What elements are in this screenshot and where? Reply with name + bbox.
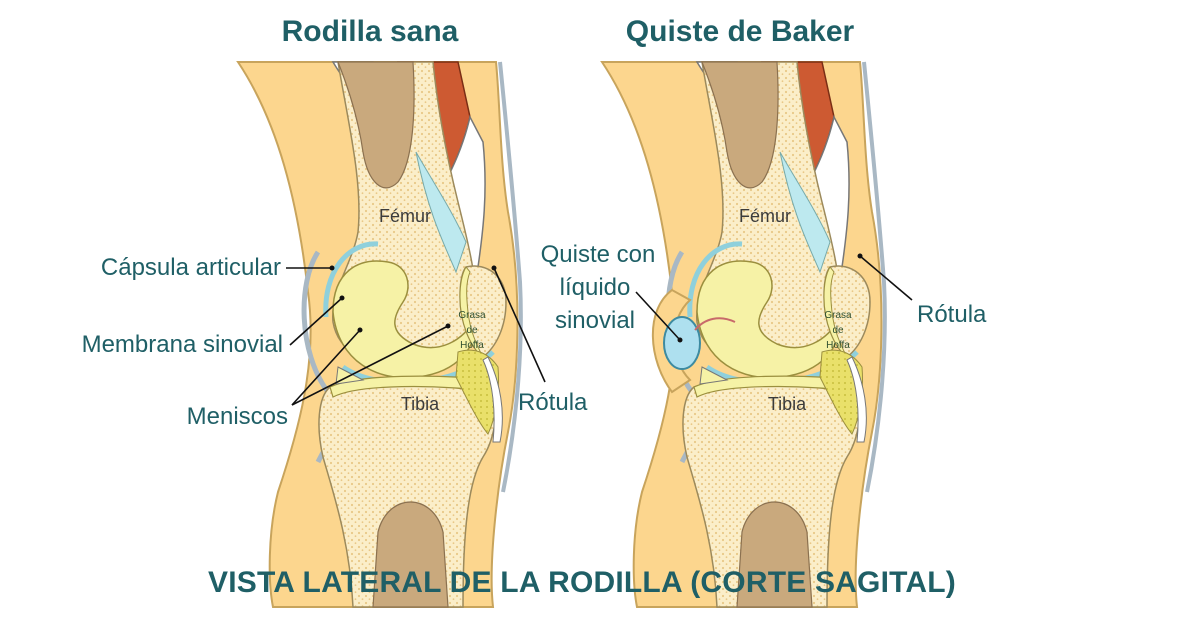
callout-cyst-line: líquido xyxy=(560,274,631,301)
callout-cyst-line: Quiste con xyxy=(541,241,656,268)
leader-patella xyxy=(493,267,546,383)
leader-meniscus-posterior xyxy=(291,329,361,406)
leader-dot xyxy=(857,253,863,259)
leader-patella xyxy=(859,255,913,301)
fat-pad-label: Grasa de Hoffa xyxy=(824,310,852,351)
leader-meniscus-anterior xyxy=(291,325,449,406)
fat-pad-label-line: de xyxy=(466,325,478,336)
leader-dot xyxy=(329,265,335,271)
callout-patella: Rótula xyxy=(518,389,588,416)
panel-baker-cyst: Quiste de Baker Fémur Tibia Grasa de Hof… xyxy=(541,15,987,607)
callout-cyst: Quiste con líquido sinovial xyxy=(541,241,656,334)
callout-capsule: Cápsula articular xyxy=(101,254,281,281)
tibia-label: Tibia xyxy=(768,394,807,414)
fat-pad-label-line: Hoffa xyxy=(826,340,850,351)
callout-patella: Rótula xyxy=(917,301,987,328)
fat-pad-label-line: de xyxy=(832,325,844,336)
fat-pad-label-line: Grasa xyxy=(824,310,852,321)
callout-cyst-line: sinovial xyxy=(555,307,635,334)
callout-menisci: Meniscos xyxy=(187,403,288,430)
cyst-communication xyxy=(694,317,736,331)
leader-dot xyxy=(445,323,451,329)
leader-dot xyxy=(491,265,497,271)
fat-pad-label-line: Hoffa xyxy=(460,340,484,351)
fat-pad-label-line: Grasa xyxy=(458,310,486,321)
leader-cyst xyxy=(635,291,681,341)
baker-cyst xyxy=(663,316,701,370)
femur-label: Fémur xyxy=(739,206,791,226)
tibia-label: Tibia xyxy=(401,394,440,414)
femur-label: Fémur xyxy=(379,206,431,226)
leader-dot xyxy=(677,337,683,343)
panel-title: Rodilla sana xyxy=(282,15,459,48)
callout-synovial-membrane: Membrana sinovial xyxy=(82,331,283,358)
fat-pad-label: Grasa de Hoffa xyxy=(458,310,486,351)
leader-dot xyxy=(339,295,345,301)
leader-dot xyxy=(357,327,363,333)
footer-caption: VISTA LATERAL DE LA RODILLA (CORTE SAGIT… xyxy=(208,566,956,599)
leader-synovial xyxy=(289,297,343,346)
panel-title: Quiste de Baker xyxy=(626,15,855,48)
panel-healthy-knee: Rodilla sana Fémur Tibia Grasa de Hoffa … xyxy=(82,15,588,607)
